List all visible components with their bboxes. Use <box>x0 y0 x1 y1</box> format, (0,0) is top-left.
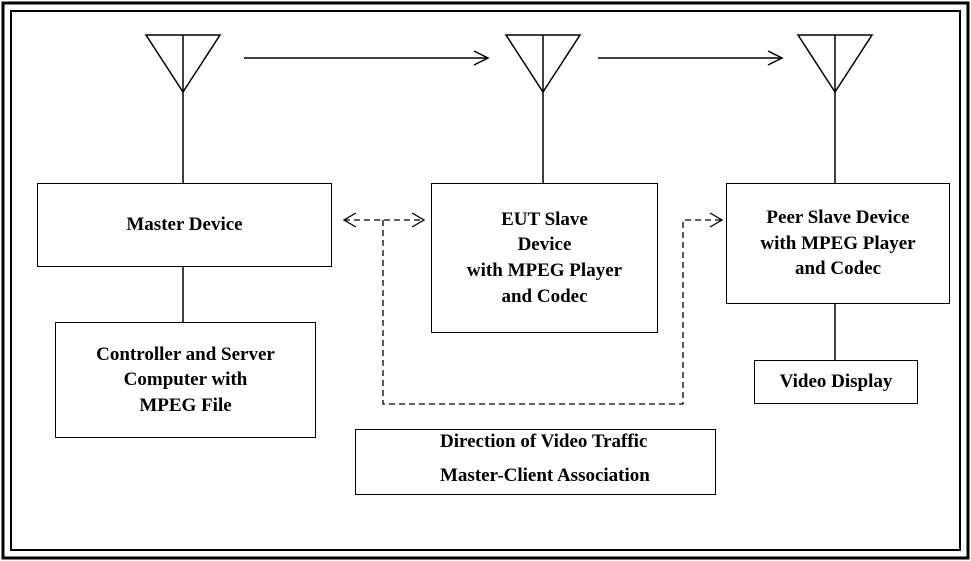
eut-label-line: Device <box>517 234 572 256</box>
legend-association-label: Master-Client Association <box>440 465 650 486</box>
eut-label-line: EUT Slave <box>501 208 588 230</box>
controller-label-line: Computer with <box>123 369 248 391</box>
master-device-label: Master Device <box>126 214 243 236</box>
master-antenna-icon <box>144 34 222 183</box>
video-display-box: Video Display <box>754 360 918 404</box>
peer-label-line: and Codec <box>794 258 882 280</box>
eut-label-line: and Codec <box>501 285 588 307</box>
controller-label-line: MPEG File <box>139 394 232 416</box>
video-traffic-arrow <box>598 50 784 66</box>
video-traffic-arrow <box>244 50 490 66</box>
peer-antenna-icon <box>796 34 874 183</box>
peer-label-line: with MPEG Player <box>760 232 916 254</box>
controller-label-line: Controller and Server <box>96 343 275 365</box>
eut-label-line: with MPEG Player <box>466 260 623 281</box>
legend <box>355 429 716 495</box>
peer-slave-device-box: Peer Slave Device with MPEG Player and C… <box>726 183 950 304</box>
peer-label-line: Peer Slave Device <box>766 207 910 229</box>
master-device-box: Master Device <box>37 183 332 267</box>
eut-antenna-icon <box>504 34 582 183</box>
controller-server-box: Controller and Server Computer with MPEG… <box>55 322 316 438</box>
legend-video-traffic-label: Direction of Video Traffic <box>440 431 648 452</box>
eut-slave-device-box: EUT Slave Device with MPEG Player and Co… <box>431 183 658 333</box>
inner-frame <box>10 10 961 551</box>
video-display-label: Video Display <box>779 371 893 393</box>
association-arrow <box>344 219 722 405</box>
association-arrowheads <box>342 212 724 228</box>
